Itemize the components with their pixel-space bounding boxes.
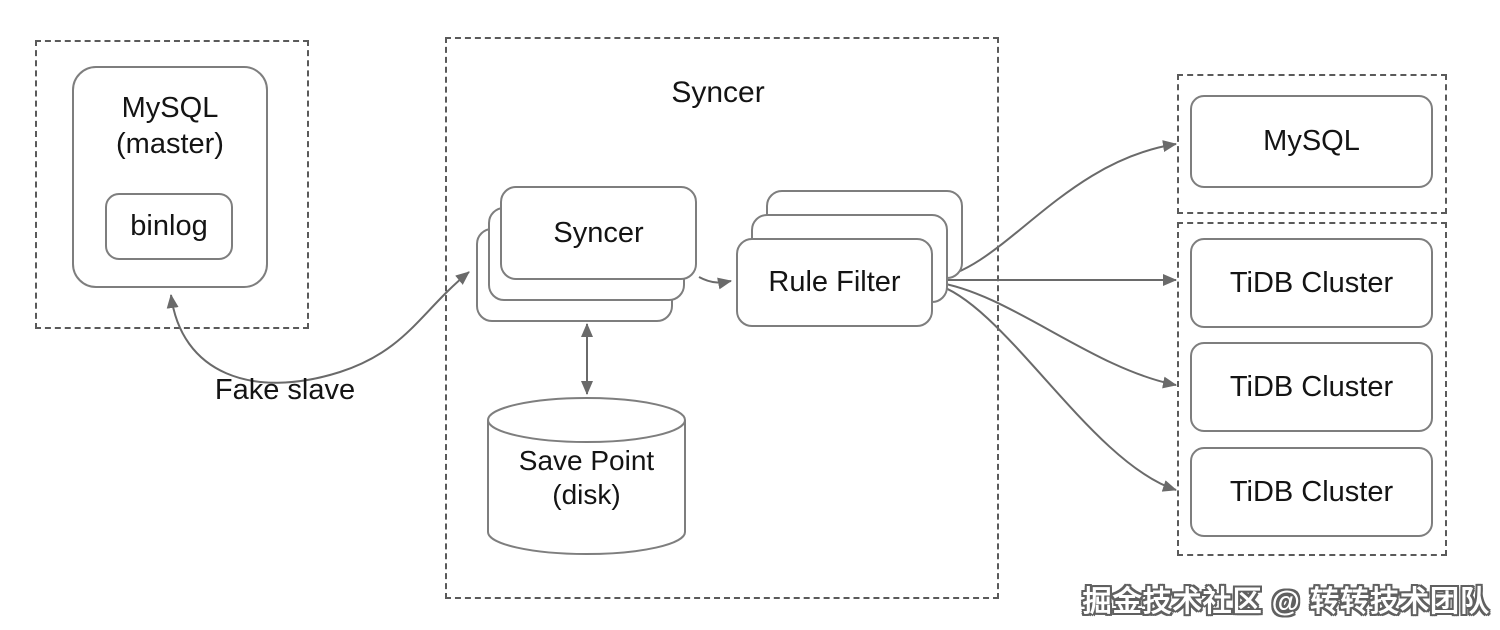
mysql-master-label-line1: MySQL [121, 92, 219, 124]
binlog-node: binlog [105, 193, 233, 260]
tidb-cluster-label-3: TiDB Cluster [1229, 475, 1394, 508]
mysql-target-dashed-region [1177, 74, 1447, 214]
mysql-master-label-line2: (master) [116, 128, 224, 160]
tidb-cluster-label-1: TiDB Cluster [1229, 266, 1394, 299]
syncer-node: Syncer [500, 186, 697, 280]
watermark: 掘金技术社区 @ 转转技术团队 [1082, 586, 1490, 618]
binlog-label: binlog [130, 210, 208, 242]
savepoint-label-line1: Save Point [518, 445, 655, 476]
tidb-cluster-node-1: TiDB Cluster [1190, 238, 1433, 328]
savepoint-label-line2: (disk) [552, 479, 621, 510]
rule-filter-node: Rule Filter [736, 238, 933, 327]
syncer-group-title: Syncer [671, 76, 765, 109]
tidb-cluster-node-3: TiDB Cluster [1190, 447, 1433, 537]
rule-filter-label: Rule Filter [768, 266, 901, 298]
savepoint-label: Save Point (disk) [488, 444, 685, 512]
tidb-cluster-label-2: TiDB Cluster [1229, 370, 1394, 403]
fake-slave-label: Fake slave [214, 374, 356, 406]
syncer-node-label: Syncer [553, 216, 644, 249]
mysql-target-label: MySQL [1263, 125, 1360, 157]
tidb-cluster-node-2: TiDB Cluster [1190, 342, 1433, 432]
tidb-targets-dashed-region [1177, 222, 1447, 556]
mysql-target-node: MySQL [1190, 95, 1433, 188]
